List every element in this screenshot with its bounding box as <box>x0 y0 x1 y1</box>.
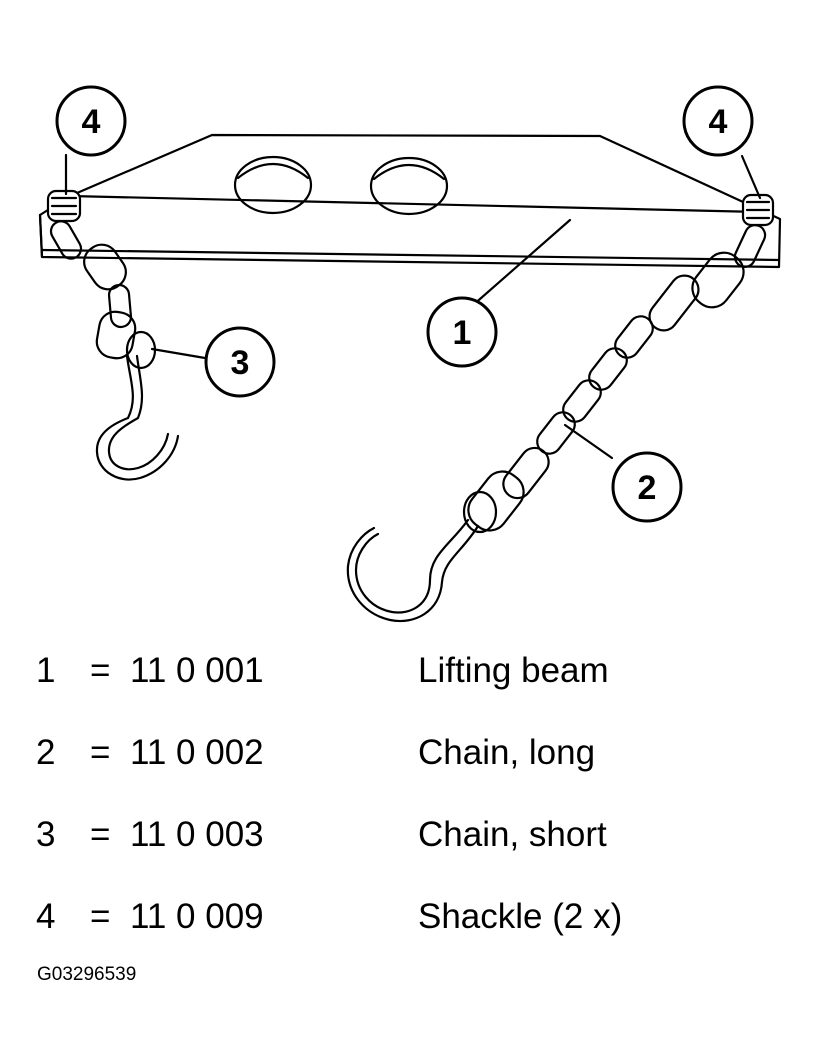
legend-item-number: 2 <box>36 733 56 772</box>
callout-4-right: 4 <box>682 85 754 157</box>
legend-equals: = <box>90 815 111 854</box>
callout-4-left: 4 <box>55 85 127 157</box>
legend-part-number: 11 0 002 <box>130 733 264 772</box>
svg-text:4: 4 <box>82 103 101 141</box>
legend-item-number: 3 <box>36 815 56 854</box>
legend-description: Chain, short <box>418 815 607 854</box>
legend-part-number: 11 0 001 <box>130 651 264 690</box>
callout-2: 2 <box>611 451 683 523</box>
long-chain <box>462 224 767 534</box>
short-chain-hook <box>95 354 180 481</box>
legend-item-number: 1 <box>36 651 56 690</box>
svg-text:1: 1 <box>453 314 472 352</box>
svg-text:4: 4 <box>709 103 728 141</box>
svg-text:3: 3 <box>231 344 250 382</box>
legend-item-number: 4 <box>36 897 56 936</box>
figure-id: G03296539 <box>37 964 137 985</box>
lifting-equipment-illustration: 1 2 3 4 4 <box>38 85 782 623</box>
callout-1: 1 <box>426 296 498 368</box>
legend-equals: = <box>90 651 111 690</box>
legend-equals: = <box>90 733 111 772</box>
long-chain-hook <box>346 518 480 623</box>
legend-description: Lifting beam <box>418 651 609 690</box>
legend-description: Chain, long <box>418 733 596 772</box>
svg-text:2: 2 <box>638 469 657 507</box>
legend-description: Shackle (2 x) <box>418 897 623 936</box>
callout-3: 3 <box>204 326 276 398</box>
legend-part-number: 11 0 003 <box>130 815 264 854</box>
legend-part-number: 11 0 009 <box>130 897 264 936</box>
right-shackle <box>741 193 775 227</box>
left-shackle <box>46 189 82 223</box>
legend-equals: = <box>90 897 111 936</box>
lifting-beam <box>38 133 782 269</box>
